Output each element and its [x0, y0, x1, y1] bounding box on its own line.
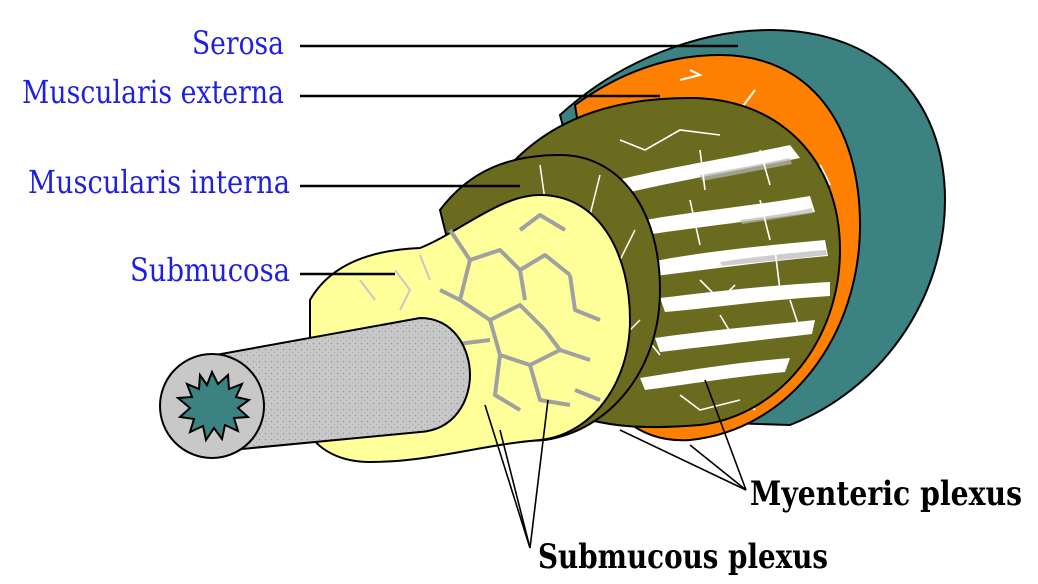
label-serosa: Serosa: [192, 24, 284, 62]
label-myenteric-plexus: Myenteric plexus: [750, 474, 1022, 514]
label-submucous-plexus: Submucous plexus: [538, 537, 828, 577]
label-muscularis-externa: Muscularis externa: [22, 73, 284, 111]
label-submucosa: Submucosa: [130, 251, 290, 289]
label-muscularis-interna: Muscularis interna: [28, 163, 290, 201]
